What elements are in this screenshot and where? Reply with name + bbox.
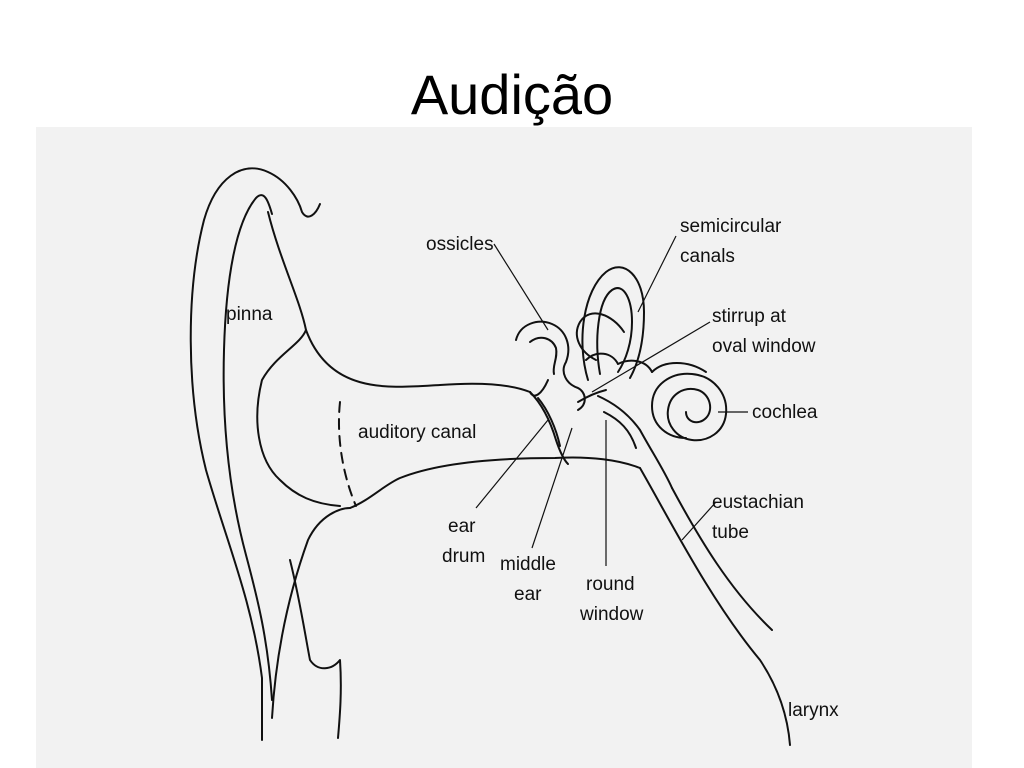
label-pointers xyxy=(475,235,748,566)
label-pinna: pinna xyxy=(226,304,273,325)
label-cochlea: cochlea xyxy=(752,402,818,423)
neck-outline xyxy=(289,559,342,739)
pinna-outline xyxy=(189,167,351,741)
middle-ear-structures xyxy=(515,320,607,465)
eustachian-tube-outline xyxy=(639,467,791,746)
label-larynx: larynx xyxy=(788,700,839,721)
label-round-window-line1: round xyxy=(586,574,635,595)
label-stirrup-line1: stirrup at xyxy=(712,306,787,327)
label-ossicles: ossicles xyxy=(426,234,494,255)
label-semicircular-line2: canals xyxy=(680,246,735,267)
slide-title: Audição xyxy=(410,63,614,126)
label-semicircular-line1: semicircular xyxy=(680,216,782,237)
label-middle-ear-line2: ear xyxy=(514,584,542,605)
label-eustachian-line1: eustachian xyxy=(712,492,804,513)
label-auditory-canal: auditory canal xyxy=(358,422,476,443)
label-middle-ear-line1: middle xyxy=(500,554,556,575)
label-ear-drum-line2: drum xyxy=(442,546,485,567)
auditory-canal-outline xyxy=(305,329,641,509)
label-ear-drum-line1: ear xyxy=(448,516,476,537)
label-eustachian-line2: tube xyxy=(712,522,749,543)
label-round-window-line2: window xyxy=(579,604,644,625)
ear-diagram-panel xyxy=(36,127,972,768)
inner-ear-structures xyxy=(575,266,728,489)
label-stirrup-line2: oval window xyxy=(712,336,816,357)
